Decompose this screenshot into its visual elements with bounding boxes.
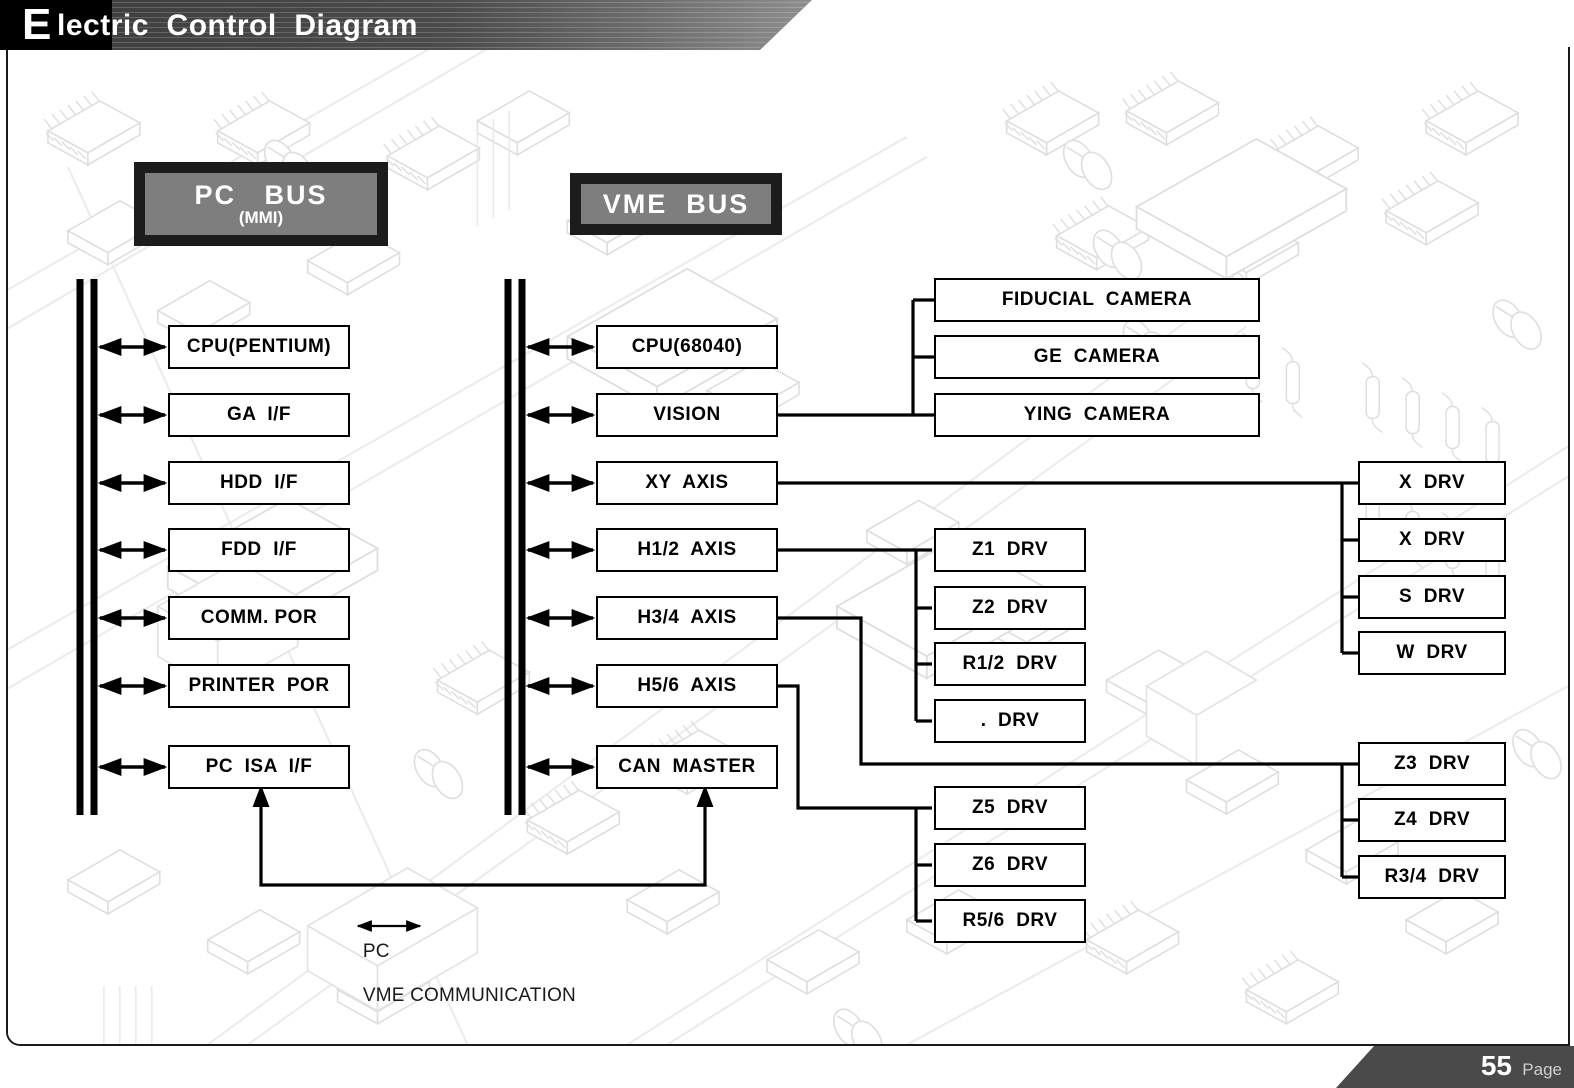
comm-label-right: VME COMMUNICATION (362, 985, 576, 1007)
page-label: Page (1522, 1060, 1562, 1079)
drive-z3[interactable]: Z3 DRV (1358, 742, 1506, 786)
pc-vme-communication-label: PC VME COMMUNICATION (330, 919, 576, 1029)
page-title: lectric Control Diagram (57, 9, 418, 42)
drive-r34[interactable]: R3/4 DRV (1358, 855, 1506, 899)
camera-fiducial[interactable]: FIDUCIAL CAMERA (934, 278, 1260, 322)
banner-background (0, 0, 812, 50)
pc-bus-header: PC BUS (MMI) (134, 162, 388, 246)
module-ga-if[interactable]: GA I/F (168, 393, 350, 437)
drive-x2[interactable]: X DRV (1358, 518, 1506, 562)
page-number: 55 (1480, 1050, 1512, 1081)
camera-ying[interactable]: YING CAMERA (934, 393, 1260, 437)
footer-bar (1336, 1046, 1574, 1088)
title-initial: E (22, 0, 52, 49)
banner-stripes (110, 2, 810, 48)
drive-z4[interactable]: Z4 DRV (1358, 798, 1506, 842)
content-frame: PC BUS (MMI) VME BUS CPU(PENTIUM) GA I/F… (6, 47, 1570, 1046)
banner-black-block (0, 0, 112, 50)
module-fdd-if[interactable]: FDD I/F (168, 528, 350, 572)
module-comm-port[interactable]: COMM. POR (168, 596, 350, 640)
module-h56-axis[interactable]: H5/6 AXIS (596, 664, 778, 708)
drive-z6[interactable]: Z6 DRV (934, 843, 1086, 887)
pc-bus-subtitle: (MMI) (238, 208, 284, 227)
drive-x1[interactable]: X DRV (1358, 461, 1506, 505)
vme-bus-header: VME BUS (570, 173, 782, 235)
drive-s[interactable]: S DRV (1358, 575, 1506, 619)
module-pc-isa-if[interactable]: PC ISA I/F (168, 745, 350, 789)
drive-z2[interactable]: Z2 DRV (934, 586, 1086, 630)
module-cpu-68040[interactable]: CPU(68040) (596, 325, 778, 369)
comm-label-left: PC (362, 941, 390, 962)
drive-z1[interactable]: Z1 DRV (934, 528, 1086, 572)
page-footer: 55 Page (1314, 1046, 1574, 1088)
drive-w[interactable]: W DRV (1358, 631, 1506, 675)
title-banner: E lectric Control Diagram (0, 0, 812, 50)
module-h34-axis[interactable]: H3/4 AXIS (596, 596, 778, 640)
drive-r56[interactable]: R5/6 DRV (934, 899, 1086, 943)
module-xy-axis[interactable]: XY AXIS (596, 461, 778, 505)
module-h12-axis[interactable]: H1/2 AXIS (596, 528, 778, 572)
drive-z5[interactable]: Z5 DRV (934, 786, 1086, 830)
camera-ge[interactable]: GE CAMERA (934, 335, 1260, 379)
drive-dot[interactable]: . DRV (934, 699, 1086, 743)
module-cpu-pentium[interactable]: CPU(PENTIUM) (168, 325, 350, 369)
module-printer-port[interactable]: PRINTER POR (168, 664, 350, 708)
drive-r12[interactable]: R1/2 DRV (934, 642, 1086, 686)
module-vision[interactable]: VISION (596, 393, 778, 437)
module-can-master[interactable]: CAN MASTER (596, 745, 778, 789)
pc-bus-title: PC BUS (194, 180, 328, 210)
vme-bus-title: VME BUS (602, 188, 750, 219)
module-hdd-if[interactable]: HDD I/F (168, 461, 350, 505)
